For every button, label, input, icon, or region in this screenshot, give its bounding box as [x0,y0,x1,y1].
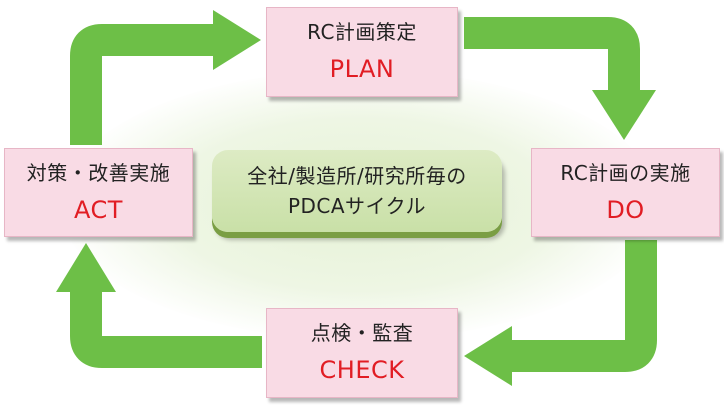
plan-box: RC計画策定 PLAN [266,7,458,97]
do-english-label: DO [606,195,645,224]
arrow-check-to-act [56,243,262,368]
center-cycle-label: 全社/製造所/研究所毎の PDCAサイクル [212,150,502,232]
center-line-1: 全社/製造所/研究所毎の [247,164,467,188]
check-japanese-label: 点検・監査 [310,321,414,345]
act-japanese-label: 対策・改善実施 [26,160,171,185]
act-box: 対策・改善実施 ACT [4,148,193,237]
center-line-2: PDCAサイクル [287,194,427,218]
plan-japanese-label: RC計画策定 [307,20,417,44]
arrow-act-to-plan [70,10,261,145]
arrow-plan-to-do [464,17,656,140]
arrow-do-to-check [464,240,657,386]
check-box: 点検・監査 CHECK [266,308,458,398]
act-english-label: ACT [74,195,123,224]
do-japanese-label: RC計画の実施 [560,160,691,185]
check-english-label: CHECK [319,356,405,384]
plan-english-label: PLAN [329,55,395,83]
do-box: RC計画の実施 DO [531,148,720,237]
